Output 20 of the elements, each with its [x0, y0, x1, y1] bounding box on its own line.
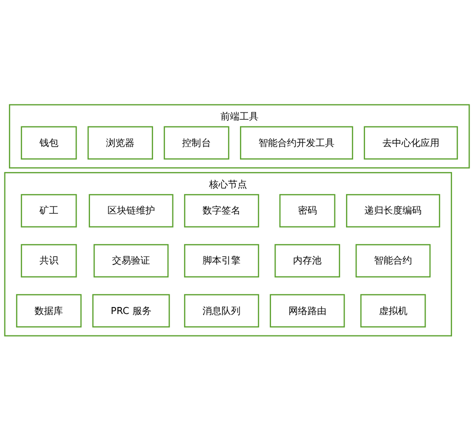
node-box: 矿工 [20, 194, 77, 228]
node-box: 内存池 [274, 244, 340, 278]
node-box: 数据库 [16, 294, 82, 328]
node-box: 网络路由 [270, 294, 345, 328]
node-box: 密码 [279, 194, 336, 228]
node-box: 浏览器 [88, 126, 154, 160]
node-box: 脚本引擎 [184, 244, 260, 278]
node-box: 去中心化应用 [364, 126, 458, 160]
node-box: 交易验证 [94, 244, 169, 278]
node-box: 区块链维护 [88, 194, 174, 228]
node-box: 虚拟机 [360, 294, 426, 328]
node-box: 钱包 [20, 126, 77, 160]
node-box: 消息队列 [184, 294, 260, 328]
node-box: 数字签名 [184, 194, 260, 228]
node-box: 智能合约 [356, 244, 431, 278]
node-box: 递归长度编码 [346, 194, 440, 228]
node-box: 共识 [20, 244, 77, 278]
node-box: PRC 服务 [92, 294, 170, 328]
node-box: 控制台 [164, 126, 230, 160]
node-box: 智能合约开发工具 [240, 126, 354, 160]
